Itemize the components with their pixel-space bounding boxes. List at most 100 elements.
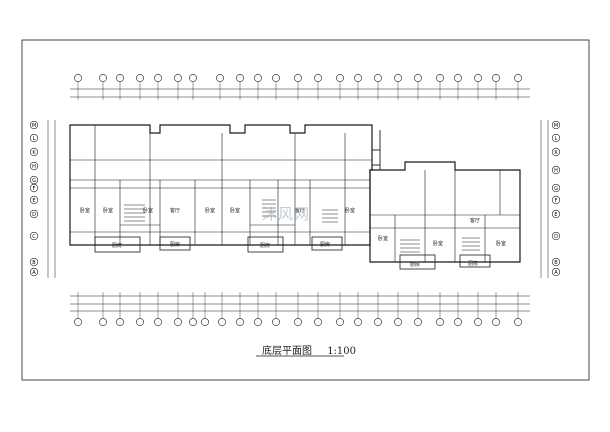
axis-bubble-label: D: [32, 212, 36, 218]
axis-bubble: [436, 318, 444, 326]
axis-bubble: [99, 318, 107, 326]
axis-bubble: [436, 74, 444, 82]
axis-bubble-label: K: [554, 150, 558, 156]
axis-bubble: [29, 175, 39, 185]
axis-bubble: [154, 318, 162, 326]
axis-bubble: [492, 318, 500, 326]
axis-bubble: [551, 195, 561, 205]
room-label-kitchen: 厨房: [260, 242, 270, 249]
axis-bubble: [29, 133, 39, 143]
west-stairs: [124, 199, 338, 223]
block-connector: [372, 130, 381, 170]
axis-bubble: [29, 161, 39, 171]
axis-bubble: [294, 74, 302, 82]
axis-bubble-label: G: [32, 178, 36, 184]
axis-bubble: [74, 318, 82, 326]
drawing-title: 底层平面图 1:100: [262, 342, 356, 357]
axis-bubble-label: M: [32, 123, 36, 129]
axis-bubble-label: A: [32, 270, 36, 276]
axis-bubble: [551, 267, 561, 277]
axis-bubble: [116, 318, 124, 326]
axis-bubble: [216, 74, 224, 82]
room-label-bedroom: 卧室: [433, 240, 443, 247]
axis-bubble-label: H: [554, 168, 558, 174]
axis-bubble: [374, 318, 382, 326]
room-label-kitchen: 厨房: [468, 260, 478, 267]
axis-bubble-label: K: [32, 150, 36, 156]
room-labels: 卧室 卧室 卧室 客厅 卧室 卧室 客厅 卧室 厨房 厨房 厨房 厨房 卧室 卧…: [80, 207, 506, 268]
axis-bubble: [514, 74, 522, 82]
axis-bubble: [551, 147, 561, 157]
axis-bubble-label: F: [555, 198, 558, 204]
drawing-scale: 1:100: [327, 346, 357, 357]
axis-bubble: [136, 318, 144, 326]
west-block-partitions: [70, 125, 372, 245]
axis-bubble: [29, 257, 39, 267]
room-label-bedroom: 卧室: [230, 207, 240, 214]
axis-bubble: [551, 257, 561, 267]
axis-bubble: [551, 165, 561, 175]
axis-bubble: [29, 147, 39, 157]
axis-bubble-label: L: [33, 136, 36, 142]
axis-bubble-label: G: [554, 186, 558, 192]
axis-bubble: [551, 133, 561, 143]
axis-bubble: [154, 74, 162, 82]
axis-bubble: [201, 318, 209, 326]
axis-bubble: [99, 74, 107, 82]
axis-bubble-label: F: [33, 186, 36, 192]
side-dimension-lines: [47, 120, 549, 278]
axis-bubble: [474, 318, 482, 326]
axis-bubble: [29, 183, 39, 193]
axis-bubble-label: L: [555, 136, 558, 142]
axis-bubble: [29, 231, 39, 241]
axis-bubble: [336, 318, 344, 326]
axis-bubble: [136, 74, 144, 82]
axis-bubble-label: B: [32, 260, 36, 266]
axis-bubble: [551, 120, 561, 130]
axis-bubble: [454, 74, 462, 82]
drawing-border: [21, 39, 590, 381]
axis-bubble: [551, 209, 561, 219]
axis-bubble: [254, 318, 262, 326]
axis-bubble: [189, 74, 197, 82]
axis-bubble-label: M: [554, 123, 558, 129]
room-label-living: 客厅: [470, 217, 480, 224]
axis-bubble: [29, 120, 39, 130]
axis-bubble: [551, 231, 561, 241]
drawing-title-text: 底层平面图: [262, 346, 312, 357]
axis-bubble: [394, 74, 402, 82]
axis-bubble: [551, 183, 561, 193]
room-label-bedroom: 卧室: [496, 240, 506, 247]
axis-bubble: [314, 74, 322, 82]
axis-bubble: [116, 74, 124, 82]
axis-bubble-label: B: [554, 260, 558, 266]
room-label-bedroom: 卧室: [143, 207, 153, 214]
west-building-block: [69, 124, 373, 253]
axis-bubble-label: A: [554, 270, 558, 276]
room-label-bedroom: 卧室: [345, 207, 355, 214]
axis-bubble: [236, 74, 244, 82]
axis-bubble: [374, 74, 382, 82]
axis-bubble-label: C: [32, 234, 36, 240]
room-label-living: 客厅: [295, 207, 305, 214]
axis-bubble: [29, 195, 39, 205]
room-label-bedroom: 卧室: [103, 207, 113, 214]
room-label-kitchen: 厨房: [410, 261, 420, 268]
axis-bubble: [29, 267, 39, 277]
bottom-axis-bubbles: [74, 292, 522, 326]
room-label-bedroom: 卧室: [80, 207, 90, 214]
axis-bubble: [29, 209, 39, 219]
axis-bubble: [454, 318, 462, 326]
axis-bubble: [218, 318, 226, 326]
top-dimension-lines: [70, 88, 530, 98]
room-label-living: 客厅: [170, 207, 180, 214]
axis-bubble: [254, 74, 262, 82]
axis-bubble: [294, 318, 302, 326]
axis-bubble: [174, 318, 182, 326]
room-label-kitchen: 厨房: [170, 241, 180, 248]
axis-bubble: [336, 74, 344, 82]
axis-bubble: [414, 74, 422, 82]
watermark: 沐风网: [262, 205, 311, 223]
